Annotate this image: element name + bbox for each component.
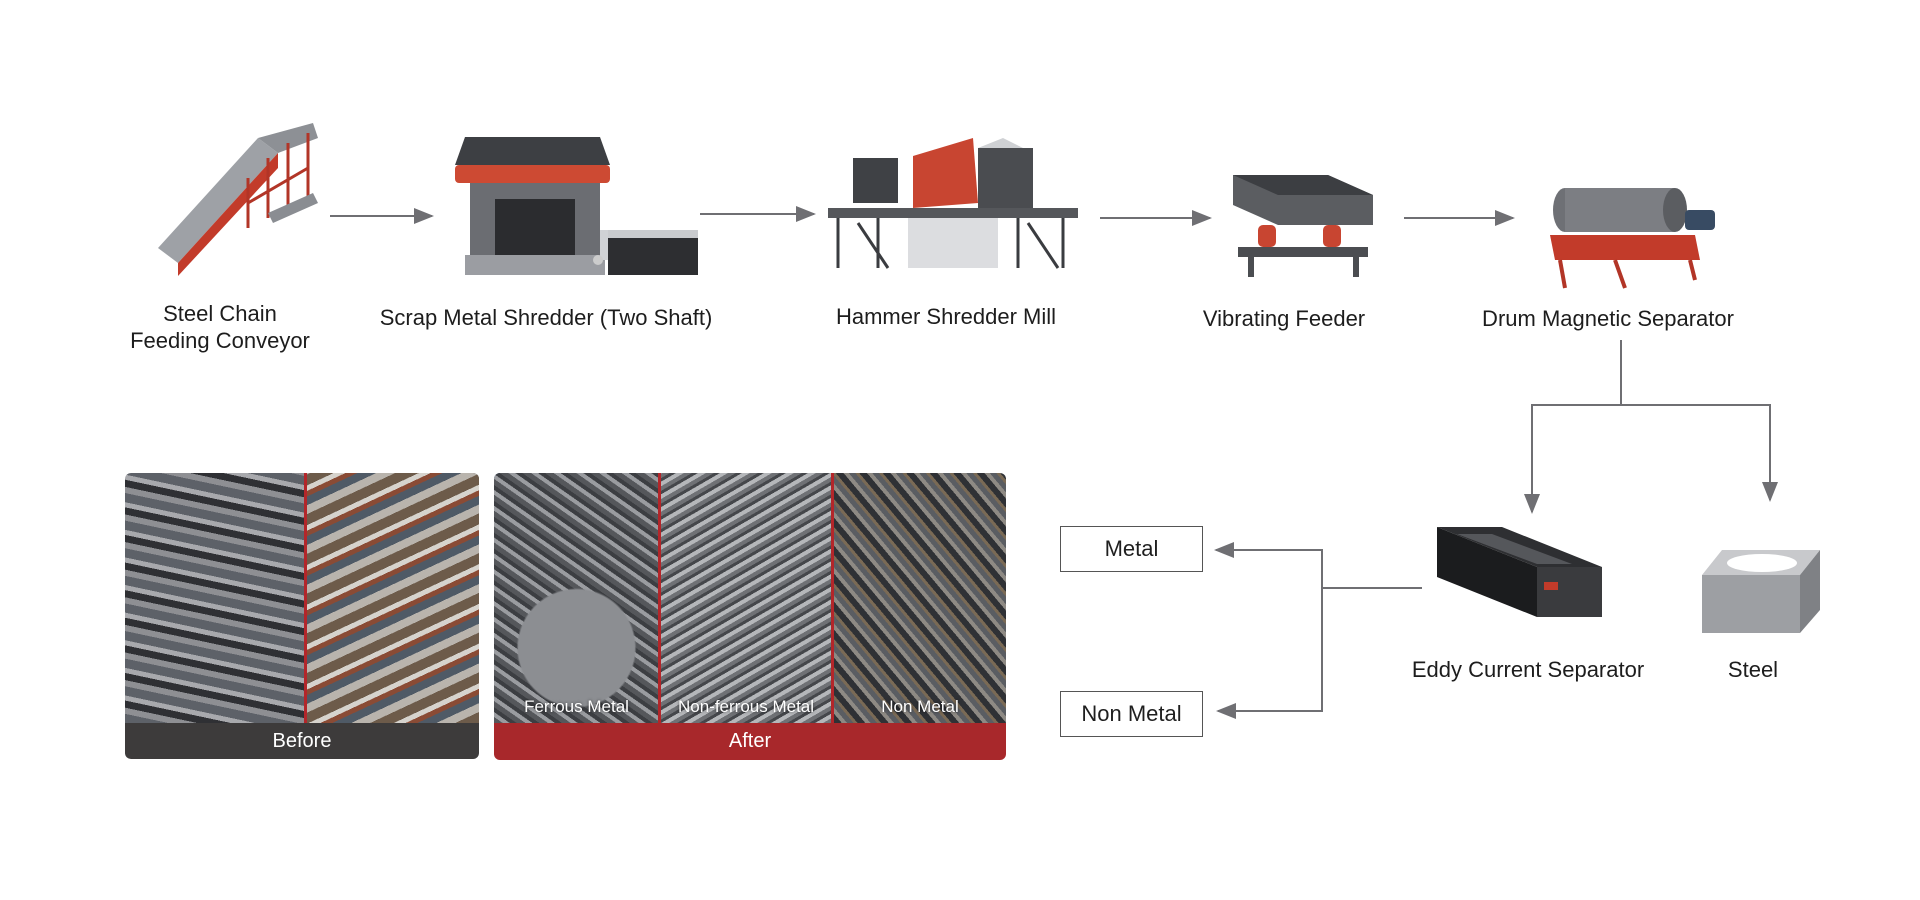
ferrous-metal-photo: Ferrous Metal — [494, 473, 659, 723]
eddy-label: Eddy Current Separator — [1411, 657, 1645, 682]
non-metal-output-box: Non Metal — [1060, 691, 1203, 737]
shredder-label: Scrap Metal Shredder (Two Shaft) — [379, 305, 713, 330]
drum-separator-icon — [1550, 188, 1715, 289]
two-shaft-shredder-icon — [455, 137, 698, 275]
non-metal-photo: Non Metal — [834, 473, 1006, 723]
steel-bin-icon — [1702, 550, 1820, 633]
hammer-mill-icon — [828, 138, 1078, 269]
steel-label: Steel — [1727, 657, 1779, 682]
non-ferrous-metal-photo: Non-ferrous Metal — [661, 473, 831, 723]
non-ferrous-metal-caption: Non-ferrous Metal — [677, 697, 815, 716]
ferrous-metal-caption: Ferrous Metal — [524, 697, 629, 716]
after-divider-2 — [831, 473, 834, 723]
magnetic-label: Drum Magnetic Separator — [1482, 306, 1734, 331]
vibrating-feeder-icon — [1233, 175, 1373, 277]
conveyor-label: Steel Chain Feeding Conveyor — [100, 300, 340, 354]
hammer-label: Hammer Shredder Mill — [835, 304, 1057, 329]
conveyor-label-line2: Feeding Conveyor — [130, 328, 310, 353]
before-caption: Before — [125, 723, 479, 759]
magnetic-to-steel-line — [1621, 404, 1778, 502]
conveyor-label-line1: Steel Chain — [163, 301, 277, 326]
conveyor-icon — [158, 123, 318, 276]
after-divider-1 — [658, 473, 661, 723]
after-caption: After — [494, 723, 1006, 760]
magnetic-split-line — [1524, 340, 1622, 514]
eddy-current-separator-icon — [1437, 527, 1602, 617]
to-metal-arrow — [1214, 542, 1323, 588]
to-non-metal-arrow — [1216, 588, 1323, 719]
before-photo — [125, 473, 479, 723]
metal-output-box: Metal — [1060, 526, 1203, 572]
feeder-label: Vibrating Feeder — [1202, 306, 1366, 331]
before-divider — [304, 473, 307, 723]
after-photo: Ferrous Metal Non-ferrous Metal Non Meta… — [494, 473, 1006, 723]
non-metal-caption: Non Metal — [881, 697, 959, 716]
